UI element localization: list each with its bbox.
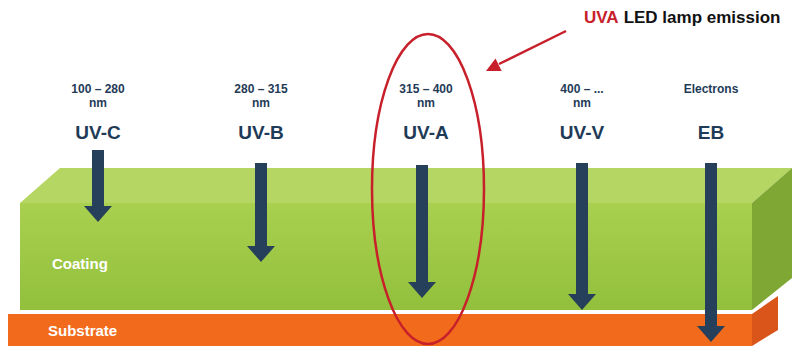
band-name: UV-C [75,122,120,144]
wavelength-range: 100 – 280 nm [68,82,128,111]
wavelength-range: 315 – 400 nm [396,82,456,111]
band-name: UV-V [560,122,604,144]
band-label: Coating [52,255,108,272]
uvc-arrow [84,150,112,222]
callout-arrow-line [499,31,566,64]
uvv-arrow [568,163,596,310]
band-name: UV-A [403,122,448,144]
coating-top-face [20,168,792,203]
substrate-side-face [752,296,778,346]
substrate-band: Substrate [8,314,752,346]
wavelength-range: 280 – 315 nm [231,82,291,111]
uvb-arrow [247,163,275,262]
band-label: Substrate [48,322,117,339]
wavelength-range: 400 – ... nm [552,82,612,111]
ray-arrows [84,150,725,342]
uva-arrow [408,165,436,298]
band-name: EB [698,122,724,144]
wavelength-range: Electrons [681,82,741,96]
callout-title: LED lamp emission [624,8,781,28]
highlight-ellipse [372,34,484,344]
eb-arrow [697,163,725,342]
callout-title: UVA [584,8,619,28]
band-name: UV-B [238,122,283,144]
coating-side-face [752,168,792,310]
callout-arrow-head [486,59,502,72]
